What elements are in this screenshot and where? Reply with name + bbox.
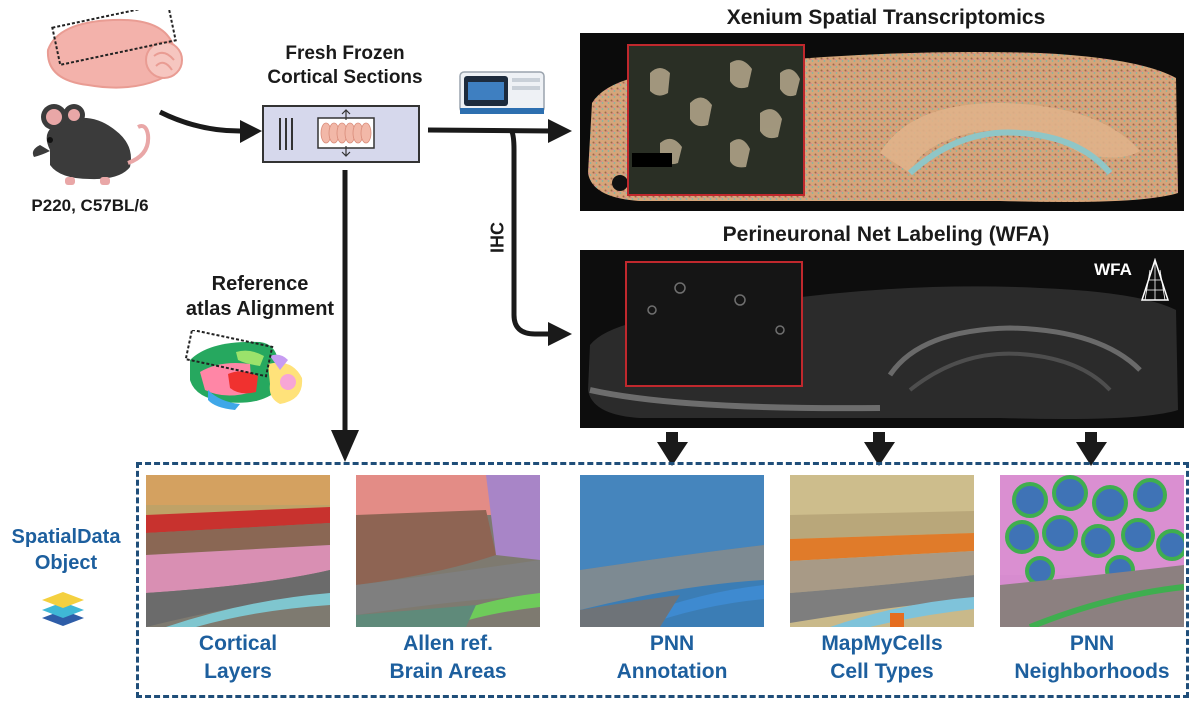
output-label-line1: Allen ref. xyxy=(403,632,493,655)
arrowhead xyxy=(548,322,572,346)
pnn-net-icon xyxy=(1140,258,1170,301)
layers-stack-icon xyxy=(42,592,84,626)
arrow-slide-to-xenium xyxy=(427,127,553,134)
xenium-panel xyxy=(580,33,1184,211)
sections-title-line2: Cortical Sections xyxy=(267,67,423,88)
arrowhead xyxy=(864,442,895,466)
spatialdata-title-line2: Object xyxy=(34,552,98,574)
spatialdata-title-line1: SpatialData xyxy=(11,526,121,548)
wfa-panel: WFA xyxy=(580,250,1184,428)
arrowhead xyxy=(1076,442,1107,466)
output-label-allen-areas: Allen ref. Brain Areas xyxy=(356,630,540,686)
cortical-layers-image xyxy=(146,475,330,627)
output-panel-mapmycells xyxy=(790,475,974,627)
xenium-section-image xyxy=(588,44,1178,202)
output-panel-cortical-layers xyxy=(146,475,330,627)
xenium-title: Xenium Spatial Transcriptomics xyxy=(726,6,1046,29)
sections-title: Fresh Frozen Cortical Sections xyxy=(255,42,435,90)
xenium-instrument-icon xyxy=(459,71,545,114)
output-label-line2: Annotation xyxy=(616,660,728,683)
output-panel-allen-areas xyxy=(356,475,540,627)
output-label-pnn-annotation: PNN Annotation xyxy=(580,630,764,686)
arrow-ihc-branch xyxy=(508,128,552,337)
output-label-line1: MapMyCells xyxy=(821,632,943,655)
arrowhead xyxy=(331,430,359,462)
wfa-section-image xyxy=(588,261,1178,419)
wfa-title: Perineuronal Net Labeling (WFA) xyxy=(722,223,1050,246)
output-label-line2: Neighborhoods xyxy=(1014,660,1170,683)
output-label-pnn-neighborhoods: PNN Neighborhoods xyxy=(1000,630,1184,686)
sagittal-brain-icon xyxy=(46,10,183,89)
mouse-label: P220, C57BL/6 xyxy=(31,196,149,215)
output-panel-pnn-annotation xyxy=(580,475,764,627)
output-label-line1: PNN xyxy=(649,632,695,655)
arrowhead xyxy=(240,120,262,143)
spatialdata-title: SpatialData Object xyxy=(0,524,132,576)
output-label-line2: Brain Areas xyxy=(389,660,507,683)
mouse-icon xyxy=(32,104,151,185)
arrow-mouse-to-slide xyxy=(158,109,245,134)
output-panel-pnn-neighborhoods xyxy=(1000,475,1184,627)
atlas-brain-icon xyxy=(184,330,303,410)
pnn-neighborhoods-image xyxy=(1000,475,1184,627)
slide-icon xyxy=(262,105,420,163)
reference-title-line2: atlas Alignment xyxy=(185,298,335,320)
sections-title-line1: Fresh Frozen xyxy=(285,43,405,64)
mapmycells-image xyxy=(790,475,974,627)
output-label-line1: PNN xyxy=(1069,632,1115,655)
output-label-line2: Layers xyxy=(204,660,272,683)
output-label-line1: Cortical xyxy=(198,632,278,655)
allen-areas-image xyxy=(356,475,540,627)
ihc-label: IHC xyxy=(487,222,508,253)
arrowhead xyxy=(548,119,572,143)
output-label-cortical-layers: Cortical Layers xyxy=(146,630,330,686)
spatialdata-output-box xyxy=(136,462,1189,698)
arrowhead xyxy=(657,442,688,466)
reference-title: Reference atlas Alignment xyxy=(170,272,350,322)
pnn-annotation-image xyxy=(580,475,764,627)
reference-title-line1: Reference xyxy=(211,273,309,295)
output-label-mapmycells: MapMyCells Cell Types xyxy=(790,630,974,686)
output-label-line2: Cell Types xyxy=(830,660,934,683)
wfa-tag: WFA xyxy=(1094,260,1132,279)
